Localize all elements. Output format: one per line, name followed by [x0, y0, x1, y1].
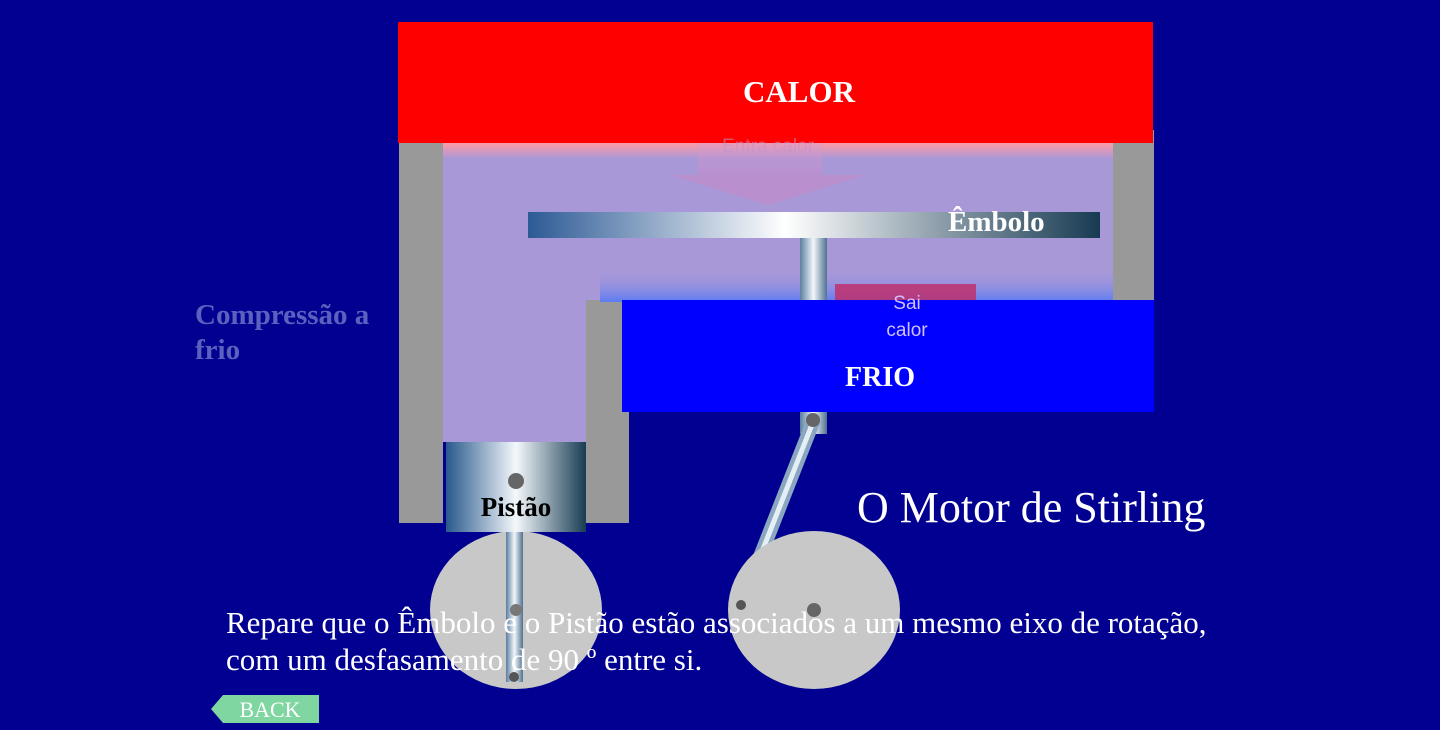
working-gas-piston-zone [443, 300, 586, 442]
displacer-crank-pin [736, 600, 746, 610]
back-button-shape [211, 695, 319, 723]
piston-pin [508, 473, 524, 489]
phase-label: Compressão a frio [195, 299, 370, 366]
hot-cylinder-left-wall [399, 143, 443, 523]
hot-cylinder-right-wall [1113, 130, 1154, 300]
displacer-rod-pin [806, 413, 820, 427]
back-button-label[interactable]: BACK [239, 697, 301, 722]
heat-out-label: Sai calor [886, 293, 928, 341]
hot-label: CALOR [743, 74, 855, 109]
piston-label: Pistão [480, 492, 552, 522]
piston-cylinder-right-wall [586, 300, 629, 523]
page-title: O Motor de Stirling [857, 483, 1206, 532]
cold-label: FRIO [845, 362, 915, 393]
piston-flywheel-axle [510, 604, 522, 616]
piston-crank-pin [509, 672, 519, 682]
cold-sink-block [622, 300, 1154, 412]
displacer-flywheel-axle [807, 603, 821, 617]
displacer-label: Êmbolo [948, 206, 1045, 238]
caption-text: Repare que o Êmbolo e o Pistão estão ass… [226, 605, 1207, 677]
heat-in-label: Entra calor [722, 136, 814, 157]
hot-source-block [398, 22, 1153, 143]
displacer-plate [528, 212, 1100, 238]
